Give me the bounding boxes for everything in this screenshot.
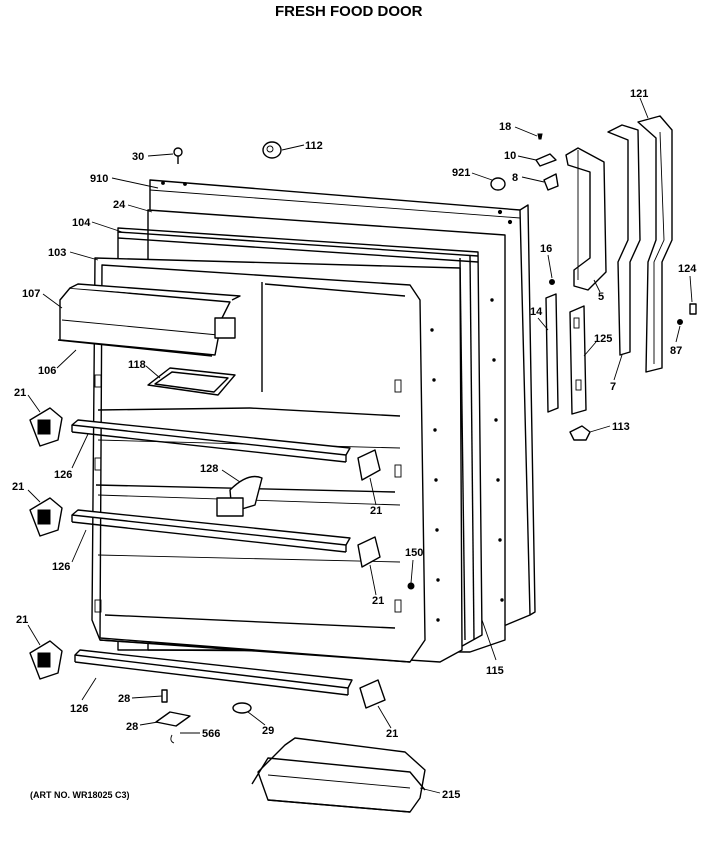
callout-5: 5 bbox=[598, 291, 604, 303]
callout-10: 10 bbox=[504, 150, 516, 162]
callout-115: 115 bbox=[486, 665, 504, 677]
callout-215: 215 bbox=[442, 789, 460, 801]
callout-14: 14 bbox=[530, 306, 543, 318]
callout-103: 103 bbox=[48, 247, 66, 259]
callout-16: 16 bbox=[540, 243, 552, 255]
callout-29: 29 bbox=[262, 725, 274, 737]
callout-126-a: 126 bbox=[54, 469, 72, 481]
callout-113: 113 bbox=[612, 421, 630, 433]
shelf-118 bbox=[147, 367, 236, 396]
callout-124: 124 bbox=[678, 263, 697, 275]
shelf-bars bbox=[71, 419, 353, 696]
callout-28-a: 28 bbox=[118, 693, 130, 705]
callout-87: 87 bbox=[670, 345, 682, 357]
callout-118: 118 bbox=[128, 359, 146, 371]
callout-21-a: 21 bbox=[14, 387, 26, 399]
callout-566: 566 bbox=[202, 728, 220, 740]
callout-106: 106 bbox=[38, 365, 56, 377]
trim-strips bbox=[545, 293, 587, 415]
callout-21-e: 21 bbox=[16, 614, 28, 626]
callout-121: 121 bbox=[630, 88, 648, 100]
art-number: (ART NO. WR18025 C3) bbox=[30, 790, 130, 800]
callout-150: 150 bbox=[405, 547, 423, 559]
door-bin-215 bbox=[251, 737, 426, 813]
diagram-title: FRESH FOOD DOOR bbox=[275, 3, 423, 20]
hinge-arms bbox=[607, 115, 673, 373]
callout-921: 921 bbox=[452, 167, 470, 179]
callout-128: 128 bbox=[200, 463, 218, 475]
callout-21-b: 21 bbox=[370, 505, 382, 517]
callout-21-f: 21 bbox=[386, 728, 398, 740]
callout-21-c: 21 bbox=[12, 481, 24, 493]
callout-104: 104 bbox=[72, 217, 91, 229]
callout-126-b: 126 bbox=[52, 561, 70, 573]
callout-24: 24 bbox=[113, 199, 126, 211]
callout-112: 112 bbox=[305, 140, 323, 152]
hinge-bracket-5 bbox=[565, 147, 607, 291]
leader-lines bbox=[27, 97, 693, 794]
callout-125: 125 bbox=[594, 333, 612, 345]
callout-21-d: 21 bbox=[372, 595, 384, 607]
callout-7: 7 bbox=[610, 381, 616, 393]
callout-28-b: 28 bbox=[126, 721, 138, 733]
callout-126-c: 126 bbox=[70, 703, 88, 715]
callout-18: 18 bbox=[499, 121, 511, 133]
callout-30: 30 bbox=[132, 151, 144, 163]
dairy-compartment bbox=[57, 283, 241, 357]
callout-labels: 30 112 910 24 104 103 107 106 118 21 126… bbox=[12, 88, 697, 801]
callout-910: 910 bbox=[90, 173, 108, 185]
callout-8: 8 bbox=[512, 172, 518, 184]
shelf-end-caps bbox=[29, 407, 386, 709]
divider-128 bbox=[216, 475, 263, 517]
small-parts bbox=[155, 133, 697, 744]
callout-107: 107 bbox=[22, 288, 40, 300]
